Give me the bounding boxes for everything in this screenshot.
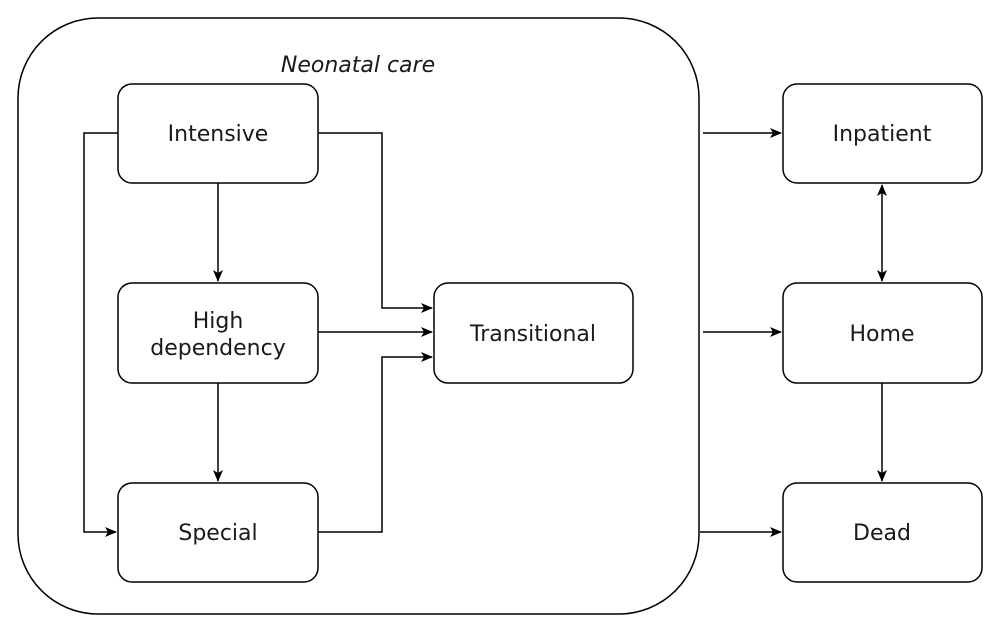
node-dead: Dead [782, 482, 983, 583]
node-intensive: Intensive [117, 83, 319, 184]
edge-intensive-to-special [83, 132, 118, 537]
edge-special-to-transitional [318, 352, 433, 533]
node-transitional-label: Transitional [469, 322, 596, 347]
neonatal-care-label: Neonatal care [281, 53, 435, 78]
node-dead-label: Dead [853, 521, 911, 546]
edge-intensive-to-transitional [318, 132, 433, 313]
edges [83, 128, 887, 537]
node-inpatient-label: Inpatient [833, 122, 932, 147]
node-high-dependency-label-line1: High [193, 309, 244, 334]
node-home-label: Home [850, 322, 915, 347]
node-intensive-label: Intensive [168, 122, 269, 147]
node-high-dependency: High dependency [117, 282, 319, 384]
node-home: Home [782, 282, 983, 384]
node-inpatient: Inpatient [782, 83, 983, 184]
node-special: Special [117, 482, 319, 583]
node-special-label: Special [178, 521, 257, 546]
node-transitional: Transitional [433, 282, 634, 384]
node-high-dependency-label-line2: dependency [150, 336, 286, 361]
